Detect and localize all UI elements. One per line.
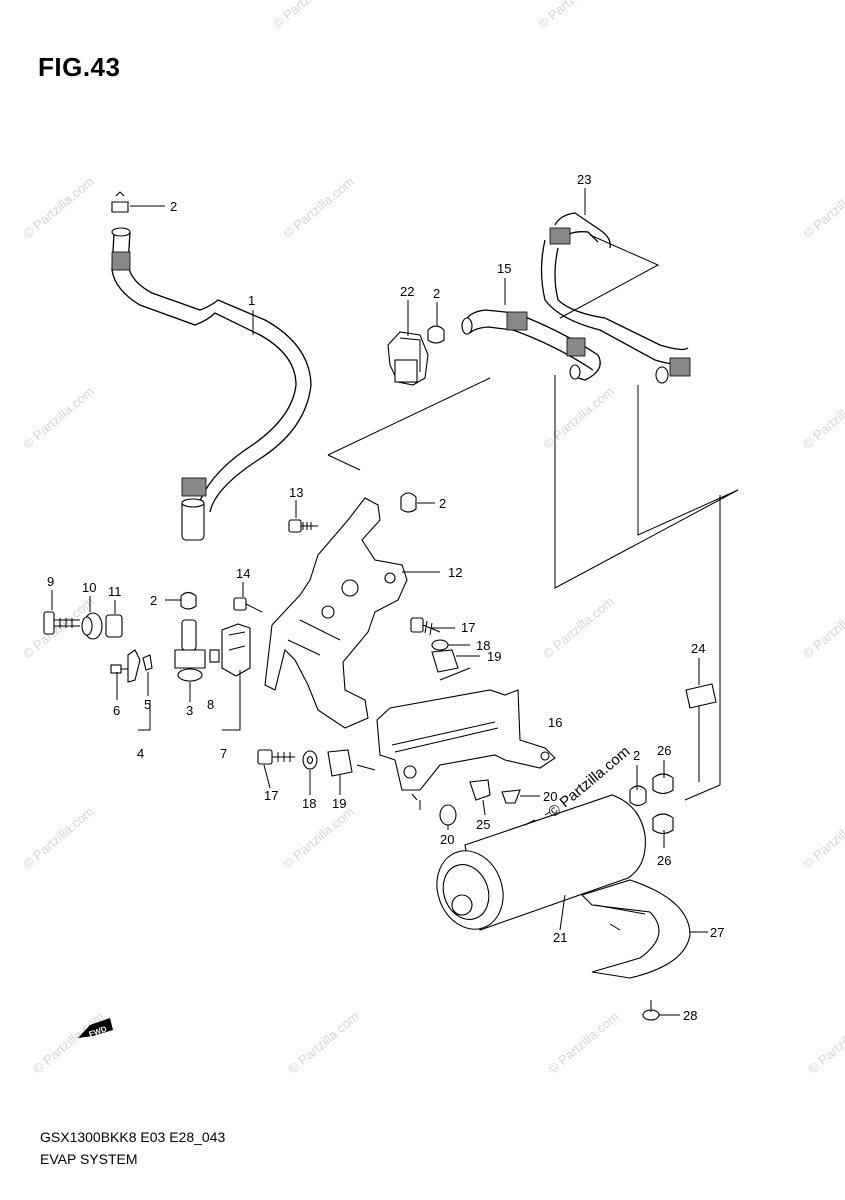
band-27[interactable] — [580, 879, 691, 979]
callout-labels: 2 1 22 2 15 23 13 2 12 9 10 11 2 14 17 1… — [47, 172, 724, 1023]
callout-2: 2 — [433, 286, 440, 301]
callout-18: 18 — [302, 796, 316, 811]
hose-1[interactable] — [111, 227, 312, 541]
callout-10: 10 — [82, 580, 96, 595]
callout-21: 21 — [553, 930, 567, 945]
callout-2: 2 — [150, 593, 157, 608]
callout-9: 9 — [47, 574, 54, 589]
callout-14: 14 — [236, 566, 250, 581]
bolt-17-upper[interactable] — [410, 617, 441, 636]
callout-23: 23 — [577, 172, 591, 187]
bracket-22[interactable] — [387, 331, 429, 386]
clamp-26b[interactable] — [652, 813, 674, 835]
callout-28: 28 — [683, 1008, 697, 1023]
callout-22: 22 — [400, 284, 414, 299]
cushion-19-lower[interactable] — [327, 749, 353, 777]
collar-11[interactable] — [105, 614, 123, 638]
part-8[interactable] — [209, 623, 251, 677]
callout-4: 4 — [137, 746, 144, 761]
grommet-20-lower[interactable] — [439, 804, 457, 826]
bracket-12[interactable] — [264, 497, 408, 729]
callout-20: 20 — [440, 832, 454, 847]
grommet-10[interactable] — [81, 612, 103, 640]
callout-15: 15 — [497, 261, 511, 276]
callout-1: 1 — [248, 293, 255, 308]
plate-5[interactable] — [127, 649, 153, 683]
washer-18-lower[interactable] — [302, 750, 318, 770]
callout-17: 17 — [461, 620, 475, 635]
bolt-17-lower[interactable] — [257, 749, 295, 765]
screw-9[interactable] — [43, 611, 80, 635]
clamp-2d[interactable] — [180, 591, 197, 610]
bolt-13[interactable] — [288, 519, 318, 533]
clamp-2a[interactable] — [111, 191, 129, 213]
grommet-25[interactable] — [469, 779, 491, 801]
callout-5: 5 — [144, 697, 151, 712]
cushion-19-upper[interactable] — [431, 649, 459, 673]
callout-3: 3 — [186, 703, 193, 718]
callout-2: 2 — [439, 496, 446, 511]
callout-7: 7 — [220, 746, 227, 761]
callout-2: 2 — [633, 748, 640, 763]
figure-title: FIG.43 — [38, 52, 121, 82]
callout-27: 27 — [710, 925, 724, 940]
callout-2: 2 — [170, 199, 177, 214]
callout-25: 25 — [476, 817, 490, 832]
forward-direction-badge: FWD — [78, 1018, 113, 1039]
callout-19: 19 — [332, 796, 346, 811]
clamp-2b[interactable] — [427, 325, 445, 344]
grommet-20-right[interactable] — [501, 789, 521, 804]
hose-24[interactable] — [685, 683, 717, 709]
connector-lines — [327, 234, 739, 931]
leader-lines — [51, 188, 708, 1016]
callout-16: 16 — [548, 715, 562, 730]
system-name: EVAP SYSTEM — [40, 1151, 138, 1167]
valve-3[interactable] — [174, 619, 206, 682]
callout-11: 11 — [108, 584, 122, 599]
callout-bracket-4 — [138, 700, 151, 731]
bolt-14[interactable] — [233, 597, 263, 613]
screw-28[interactable] — [642, 1000, 660, 1021]
callout-17: 17 — [264, 788, 278, 803]
bracket-16[interactable] — [376, 689, 556, 791]
canister-21[interactable] — [426, 794, 646, 939]
callout-19: 19 — [487, 649, 501, 664]
clamp-2c[interactable] — [400, 492, 417, 513]
diagram-code: GSX1300BKK8 E03 E28_043 — [40, 1129, 226, 1145]
callout-6: 6 — [113, 703, 120, 718]
callout-20: 20 — [543, 789, 557, 804]
hose-23[interactable] — [540, 212, 691, 384]
callout-12: 12 — [448, 565, 462, 580]
callout-bracket-7 — [222, 670, 241, 731]
callout-13: 13 — [289, 485, 303, 500]
callout-26: 26 — [657, 853, 671, 868]
hose-15[interactable] — [461, 309, 601, 381]
callout-18: 18 — [476, 638, 490, 653]
callout-24: 24 — [691, 641, 705, 656]
callout-8: 8 — [207, 697, 214, 712]
clamp-26a[interactable] — [652, 773, 674, 795]
callout-26: 26 — [657, 743, 671, 758]
clamp-2e[interactable] — [629, 785, 647, 807]
screw-6[interactable] — [110, 664, 130, 674]
washer-18-upper[interactable] — [431, 639, 449, 651]
